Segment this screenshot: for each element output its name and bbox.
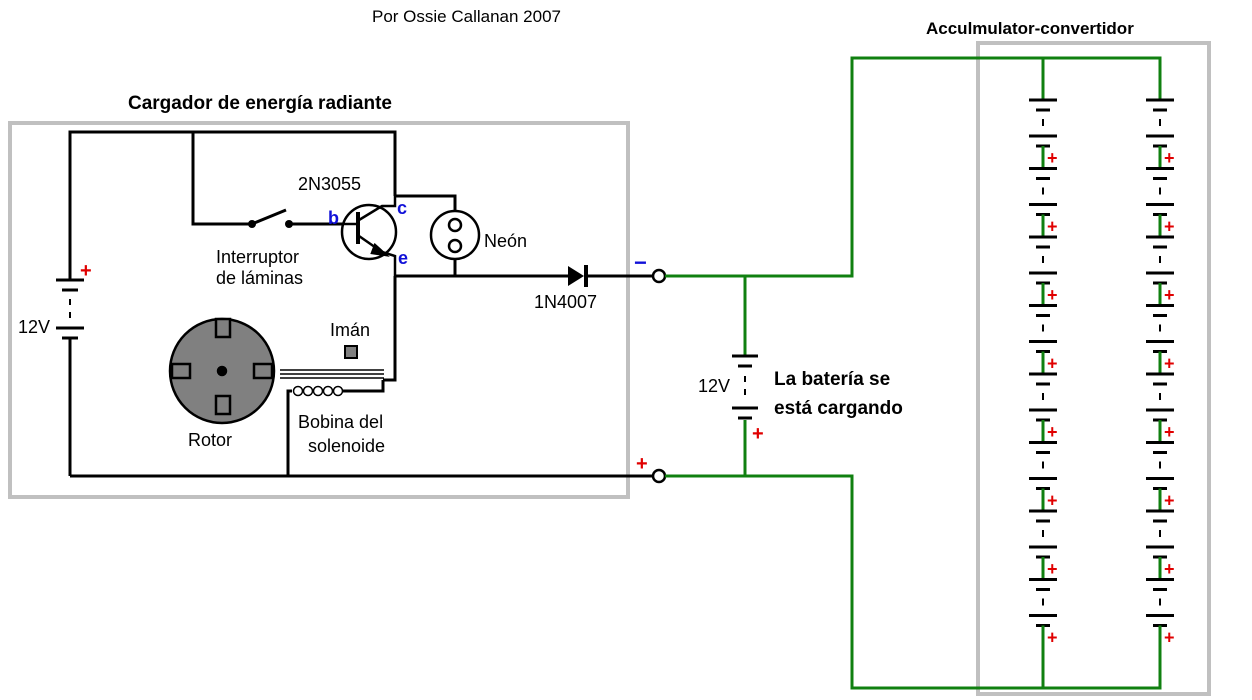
accumulator-cell-plus: + (1164, 559, 1175, 579)
green-wires (665, 56, 1162, 690)
accumulator-title: Acculmulator-convertidor (926, 19, 1134, 38)
accumulator-cell-plus: + (1047, 628, 1058, 648)
accumulator-cell: + (1146, 167, 1175, 237)
rotor-symbol (168, 317, 276, 425)
neon-lamp-symbol (429, 209, 481, 261)
accumulator-cell: + (1146, 372, 1175, 443)
accumulator-cell: + (1029, 235, 1058, 306)
transistor-base-label: b (328, 208, 339, 228)
neon-label: Neón (484, 231, 527, 251)
diode-symbol (568, 265, 588, 287)
accumulator-column-1: + + + + + + + + (1029, 98, 1058, 648)
transistor-emitter-label: e (398, 248, 408, 268)
charger-title: Cargador de energía radiante (128, 93, 392, 114)
accumulator-cell-plus: + (1047, 285, 1058, 305)
source-battery-symbol (56, 266, 84, 350)
accumulator-battery-stacks: + + + + + + + + + + + + + + + + (1029, 98, 1175, 648)
source-plus-sign: + (80, 260, 92, 282)
source-voltage-label: 12V (18, 317, 50, 337)
accumulator-cell-plus: + (1047, 217, 1058, 237)
negative-terminal-sign: − (634, 250, 647, 275)
charging-battery-plus: + (752, 423, 764, 445)
accumulator-cell-plus: + (1164, 628, 1175, 648)
accumulator-cell: + (1029, 509, 1058, 580)
accumulator-cell: + (1146, 578, 1175, 648)
accumulator-cell-plus: + (1164, 217, 1175, 237)
accumulator-cell: + (1146, 304, 1175, 374)
negative-terminal (651, 268, 667, 284)
credit-text: Por Ossie Callanan 2007 (372, 7, 561, 26)
transistor-model-label: 2N3055 (298, 174, 361, 194)
solenoid-coil-symbol (280, 369, 385, 444)
transistor-collector-label: c (397, 198, 407, 218)
accumulator-cell-plus: + (1047, 148, 1058, 168)
transistor-symbol (340, 196, 398, 276)
accumulator-cell: + (1029, 578, 1058, 648)
charger-frame (8, 121, 630, 499)
reed-switch-label-line1: Interruptor (216, 247, 299, 267)
reed-switch-symbol (248, 208, 293, 228)
accumulator-cell-plus: + (1047, 491, 1058, 511)
accumulator-cell: + (1029, 304, 1058, 374)
accumulator-cell-plus: + (1164, 422, 1175, 442)
coil-label-line1: Bobina del (298, 412, 383, 432)
diode-label: 1N4007 (534, 292, 597, 312)
accumulator-cell-plus: + (1164, 285, 1175, 305)
charging-battery-symbol (732, 354, 758, 420)
charging-battery-voltage: 12V (698, 376, 730, 396)
accumulator-cell: + (1146, 441, 1175, 511)
accumulator-cell-plus: + (1164, 148, 1175, 168)
positive-terminal-sign: + (636, 453, 648, 475)
rotor-label: Rotor (188, 430, 232, 450)
reed-switch-label-line2: de láminas (216, 268, 303, 288)
magnet-label: Imán (330, 320, 370, 340)
positive-terminal (651, 468, 667, 484)
charging-label-line2: está cargando (774, 398, 903, 419)
accumulator-cell-plus: + (1047, 354, 1058, 374)
charging-label-line1: La batería se (774, 369, 890, 390)
accumulator-frame (976, 41, 1211, 696)
accumulator-cell-plus: + (1164, 354, 1175, 374)
magnet-symbol (344, 345, 358, 359)
accumulator-cell: + (1146, 98, 1175, 169)
accumulator-cell-plus: + (1164, 491, 1175, 511)
accumulator-column-2: + + + + + + + + (1146, 98, 1175, 648)
accumulator-cell-plus: + (1047, 422, 1058, 442)
accumulator-cell: + (1029, 98, 1058, 169)
accumulator-cell: + (1029, 441, 1058, 511)
accumulator-cell: + (1029, 372, 1058, 443)
coil-label-line2: solenoide (308, 436, 385, 456)
accumulator-cell: + (1029, 167, 1058, 237)
accumulator-cell: + (1146, 509, 1175, 580)
accumulator-cell: + (1146, 235, 1175, 306)
accumulator-cell-plus: + (1047, 559, 1058, 579)
charger-wires (68, 130, 652, 478)
